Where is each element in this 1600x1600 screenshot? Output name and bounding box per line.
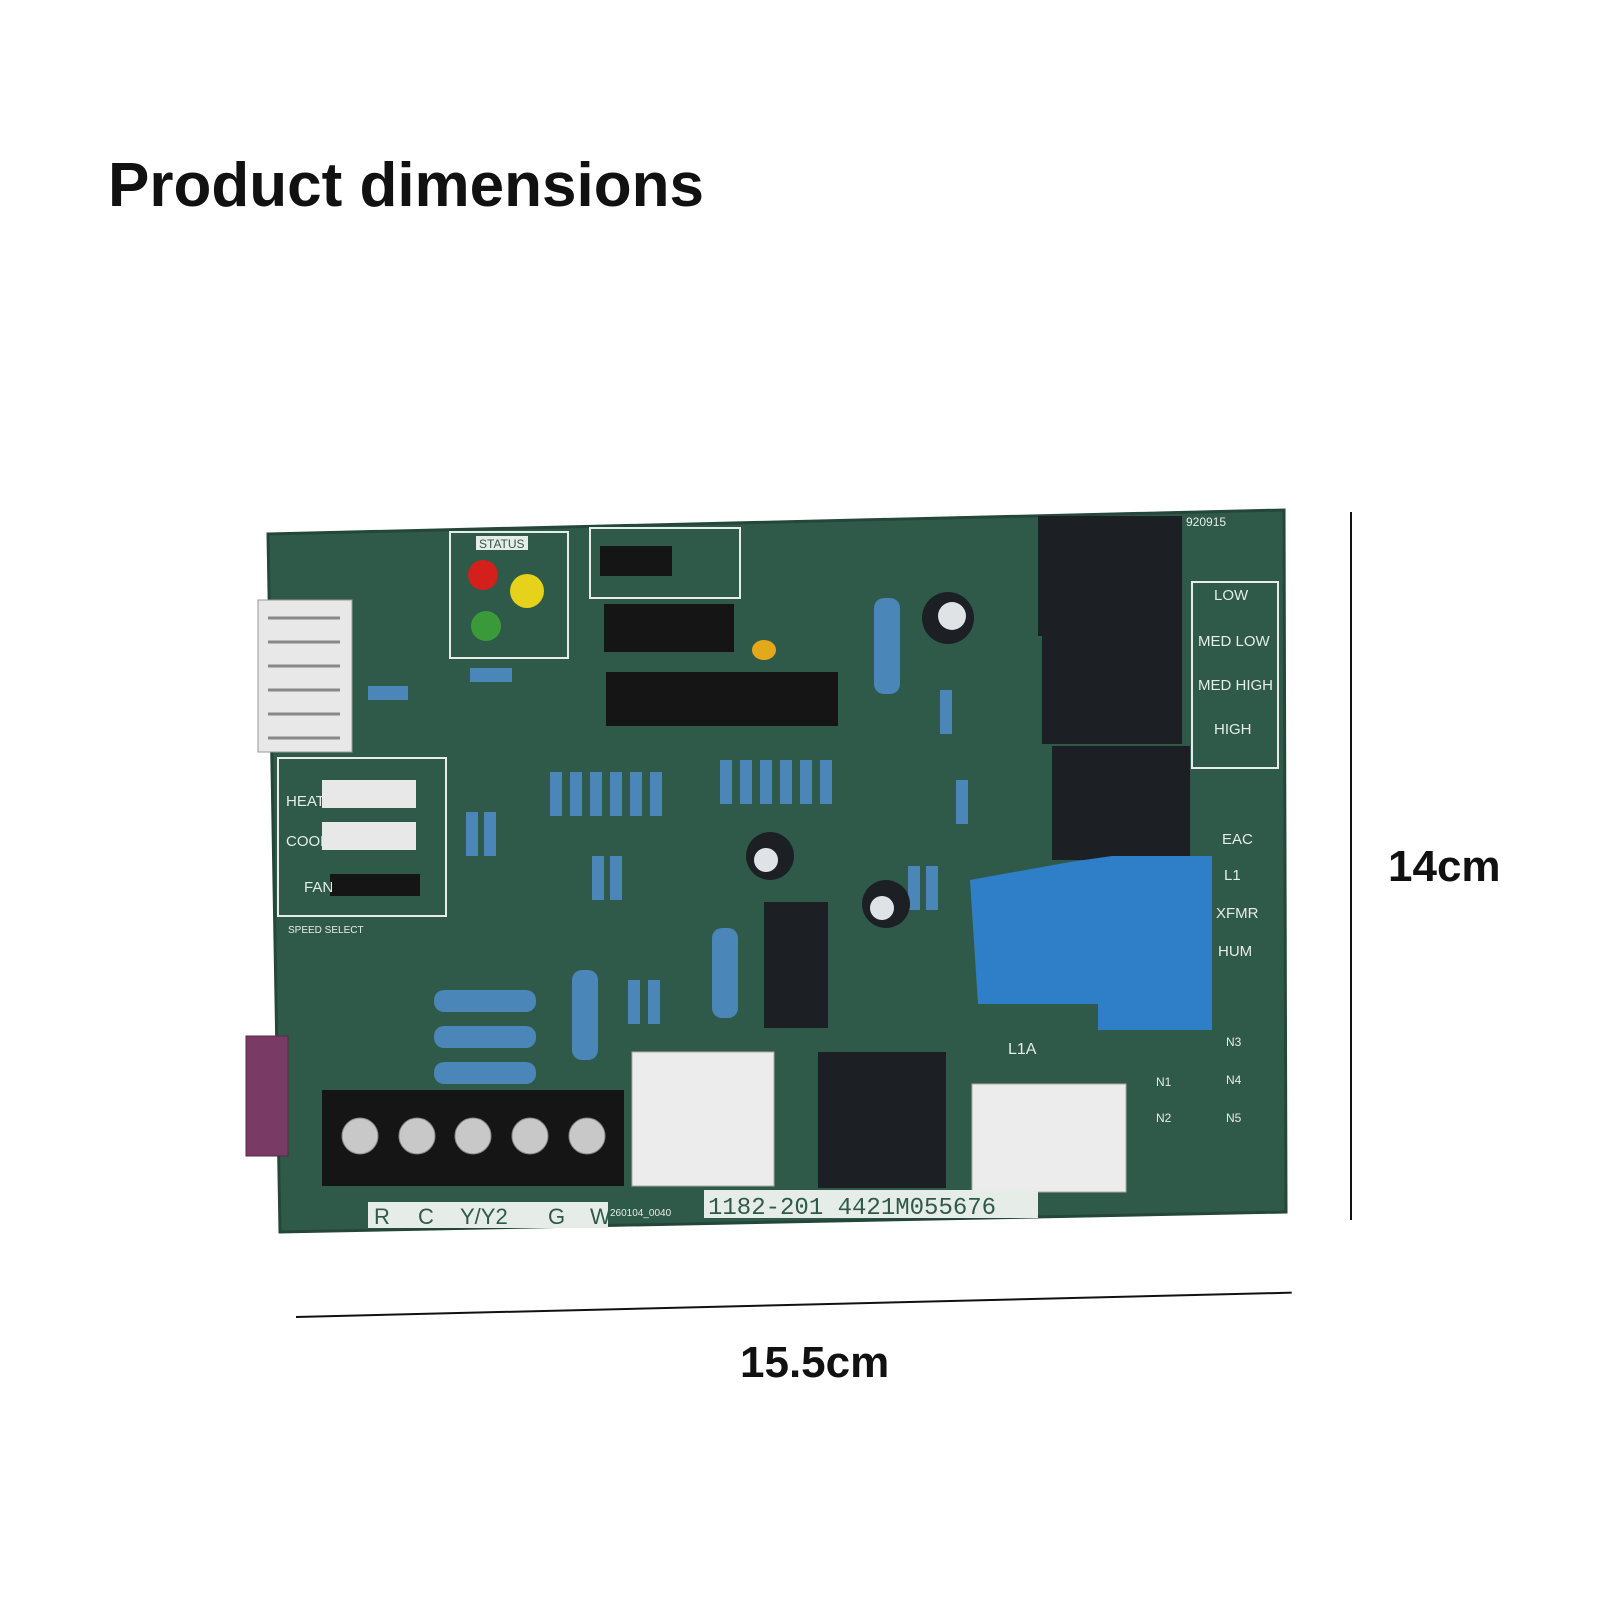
terminal-label: Y/Y2: [460, 1204, 508, 1229]
heat-label: HEAT: [286, 793, 325, 810]
hum-label: HUM: [1218, 943, 1252, 960]
speed-select-label: SPEED SELECT: [288, 925, 364, 936]
speed-low-label: LOW: [1214, 587, 1249, 604]
n5-label: N5: [1226, 1111, 1242, 1125]
speed-medhigh-label: MED HIGH: [1198, 677, 1273, 694]
width-label: 15.5cm: [740, 1338, 890, 1387]
board-serial: 1182-201 4421M055676: [708, 1195, 996, 1222]
xfmr-label: XFMR: [1216, 905, 1259, 922]
n1-label: N1: [1156, 1075, 1172, 1089]
l1-label: L1: [1224, 867, 1241, 884]
status-label: STATUS: [479, 537, 525, 551]
terminal-label: W: [590, 1204, 611, 1229]
n2-label: N2: [1156, 1111, 1172, 1125]
terminal-label: R: [374, 1204, 390, 1229]
height-dimension-line: [1350, 512, 1352, 1220]
n3-label: N3: [1226, 1035, 1242, 1049]
board-code: 260104_0040: [610, 1208, 672, 1219]
board-id: 920915: [1186, 515, 1226, 529]
fan-label: FAN: [304, 879, 333, 896]
eac-label: EAC: [1222, 831, 1253, 848]
height-label: 14cm: [1388, 842, 1501, 891]
terminal-label: C: [418, 1204, 434, 1229]
speed-high-label: HIGH: [1214, 721, 1252, 738]
speed-medlow-label: MED LOW: [1198, 633, 1271, 650]
page-title: Product dimensions: [108, 151, 704, 220]
n4-label: N4: [1226, 1073, 1242, 1087]
l1a-label: L1A: [1008, 1041, 1037, 1058]
cool-label: COOL: [286, 833, 329, 850]
terminal-label: G: [548, 1204, 565, 1229]
